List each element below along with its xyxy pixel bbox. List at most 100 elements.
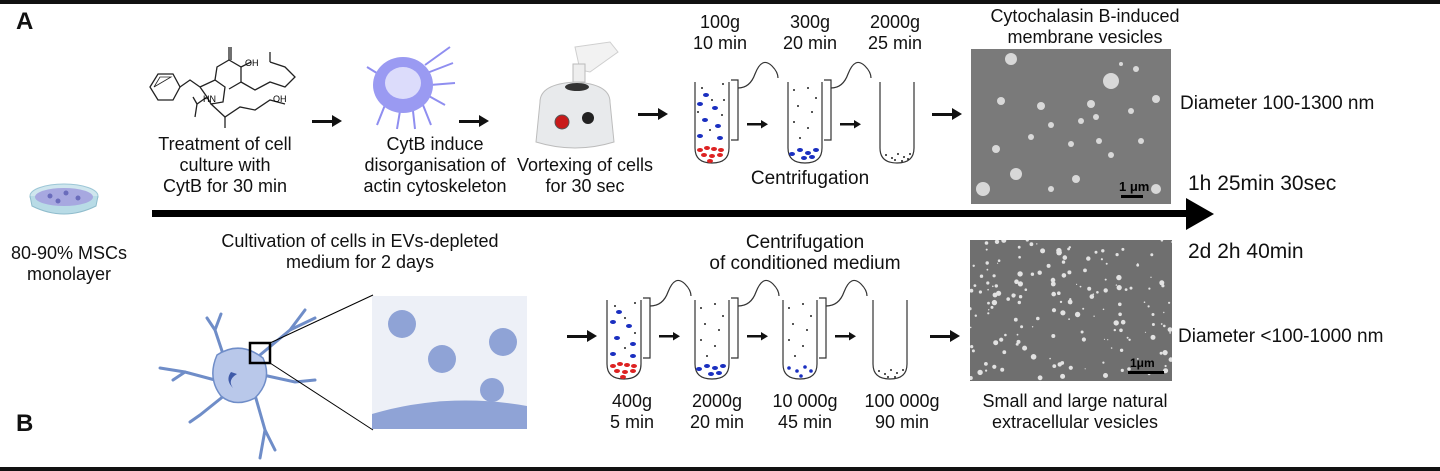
centrifugation-a-label: Centrifugation bbox=[750, 168, 870, 189]
sem-vesicle-dot bbox=[1013, 317, 1018, 322]
sem-vesicle-dot bbox=[992, 274, 996, 278]
sem-vesicle-dot bbox=[986, 281, 990, 285]
sem-vesicle-dot bbox=[970, 288, 974, 293]
sem-vesicle-dot bbox=[1136, 263, 1140, 267]
tube-a2 bbox=[787, 82, 823, 164]
sem-vesicle-dot bbox=[1079, 285, 1082, 288]
tube-a3 bbox=[879, 82, 915, 164]
sem-vesicle-dot bbox=[1006, 297, 1010, 301]
sem-vesicle-dot bbox=[1060, 310, 1066, 316]
sem-vesicle-dot bbox=[1061, 273, 1067, 278]
petri-dish-icon bbox=[29, 183, 99, 215]
sem-vesicle-dot bbox=[1144, 331, 1147, 333]
sem-vesicle-dot bbox=[1059, 300, 1063, 304]
sem-vesicle-dot bbox=[1126, 336, 1129, 339]
timeline-arrow-head bbox=[1186, 198, 1214, 230]
sem-vesicle-dot bbox=[991, 299, 998, 306]
sem-vesicle-dot bbox=[977, 369, 983, 376]
sem-vesicle-dot bbox=[1016, 333, 1019, 336]
sem-vesicle-dot bbox=[1119, 328, 1123, 333]
sem-vesicle-dot bbox=[970, 307, 972, 311]
sem-vesicle-dot bbox=[1068, 365, 1073, 370]
sem-vesicle-dot bbox=[970, 376, 973, 380]
panel-letter-a: A bbox=[16, 8, 34, 35]
sem-vesicle-dot bbox=[990, 305, 994, 309]
sem-image-b: 1μm bbox=[970, 240, 1172, 381]
sem-vesicle-dot bbox=[973, 284, 977, 287]
sem-vesicle-dot bbox=[1136, 358, 1139, 360]
sem-vesicle-dot bbox=[1046, 263, 1051, 268]
sem-vesicle-dot bbox=[1105, 262, 1108, 265]
sem-vesicle-dot bbox=[1051, 291, 1056, 297]
tube-a1 bbox=[694, 82, 730, 164]
sem-vesicle-dot bbox=[1016, 339, 1021, 344]
sem-vesicle-dot bbox=[1103, 373, 1108, 378]
sem-vesicle-dot bbox=[1050, 277, 1056, 283]
sem-vesicle-dot bbox=[1107, 339, 1109, 341]
flow-arrow bbox=[930, 330, 960, 342]
sem-vesicle-dot bbox=[1084, 368, 1086, 370]
step-vortexing-label: Vortexing of cells for 30 sec bbox=[516, 155, 654, 196]
svg-text:OH: OH bbox=[245, 58, 259, 68]
sem-vesicle-dot bbox=[1113, 328, 1116, 332]
diameter-a: Diameter 100-1300 nm bbox=[1180, 93, 1375, 114]
flow-arrow bbox=[567, 330, 597, 342]
sem-vesicle-dot bbox=[1051, 308, 1057, 313]
sem-vesicle-dot bbox=[1050, 281, 1056, 287]
sem-vesicle-dot bbox=[1168, 301, 1171, 304]
sem-vesicle-dot bbox=[1060, 373, 1066, 379]
sem-vesicle-dot bbox=[994, 284, 998, 288]
sem-vesicle-dot bbox=[984, 241, 989, 245]
sem-vesicle-dot bbox=[1056, 247, 1062, 254]
sem-vesicle-dot bbox=[1101, 249, 1105, 253]
sem-vesicle-dot bbox=[1000, 367, 1005, 372]
sem-vesicle-dot bbox=[970, 326, 972, 329]
sem-vesicle-dot bbox=[1051, 334, 1056, 338]
sem-vesicle-dot bbox=[997, 259, 1001, 262]
sem-vesicle-dot bbox=[1074, 311, 1081, 318]
sem-vesicle-dot bbox=[1011, 293, 1016, 298]
flow-arrow bbox=[459, 115, 489, 127]
sem-vesicle-dot bbox=[1150, 253, 1154, 257]
diameter-b: Diameter <100-1000 nm bbox=[1178, 326, 1384, 347]
sem-vesicle-dot bbox=[1168, 357, 1172, 362]
step-treatment-label: Treatment of cell culture with CytB for … bbox=[158, 134, 292, 196]
sem-vesicle-dot bbox=[1143, 301, 1146, 303]
sem-vesicle-dot bbox=[1030, 354, 1037, 360]
sem-vesicle-dot bbox=[1036, 316, 1040, 321]
tube-b3 bbox=[782, 300, 818, 380]
sem-vesicle-dot bbox=[1151, 313, 1155, 316]
sem-vesicle-dot bbox=[1103, 288, 1108, 293]
sem-vesicle-dot bbox=[979, 274, 984, 278]
sem-vesicle-dot bbox=[1115, 284, 1118, 286]
sem-vesicle-dot bbox=[985, 261, 989, 265]
sem-vesicle-dot bbox=[992, 285, 994, 288]
sem-vesicle-dot bbox=[996, 290, 1002, 296]
sem-vesicle-dot bbox=[1017, 271, 1023, 277]
sem-vesicle-dot bbox=[1004, 333, 1007, 337]
sem-vesicle-dot bbox=[1100, 258, 1103, 261]
sem-vesicle-dot bbox=[1031, 326, 1034, 328]
sem-vesicle-dot bbox=[978, 290, 982, 294]
vortex-mixer-icon bbox=[535, 41, 619, 149]
sem-vesicle-dot bbox=[1081, 337, 1086, 342]
sem-vesicle-dot bbox=[1068, 318, 1070, 320]
sem-vesicle-dot bbox=[997, 262, 999, 264]
msc-cell-icon bbox=[158, 294, 374, 460]
sem-vesicle-dot bbox=[1167, 327, 1172, 332]
sem-vesicle-dot bbox=[1024, 288, 1028, 291]
sem-vesicle-dot bbox=[1057, 291, 1061, 295]
vesicle-zoom-panel bbox=[372, 296, 527, 429]
sem-vesicle-dot bbox=[1029, 242, 1034, 247]
sem-vesicle-dot bbox=[1083, 268, 1087, 273]
sem-vesicle-dot bbox=[1093, 315, 1095, 317]
scale-bar-b bbox=[1128, 371, 1164, 374]
sem-vesicle-dot bbox=[1115, 253, 1119, 257]
sem-vesicle-dot bbox=[1163, 311, 1165, 314]
sem-vesicle-dot bbox=[1128, 338, 1131, 341]
sem-vesicle-dot bbox=[1150, 334, 1156, 340]
